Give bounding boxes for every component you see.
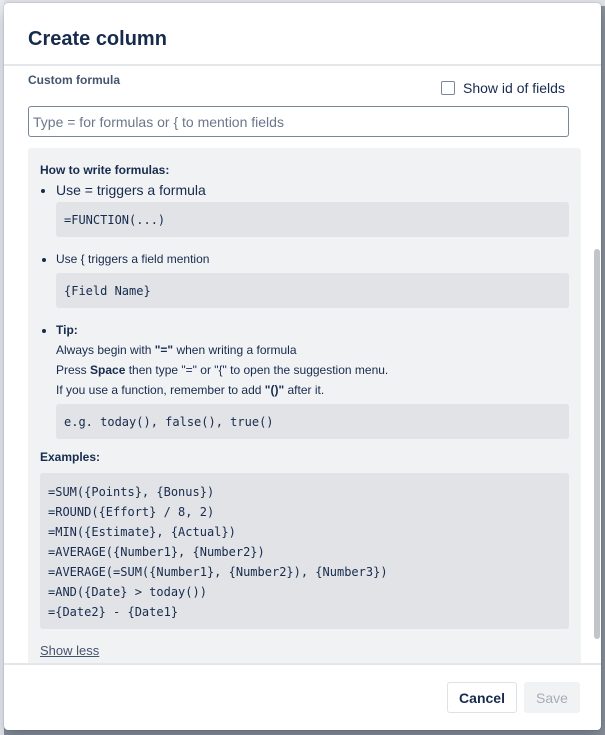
example-line: =SUM({Points}, {Bonus}) bbox=[48, 482, 561, 502]
dialog-header: Create column bbox=[4, 3, 601, 66]
example-line: =MIN({Estimate}, {Actual}) bbox=[48, 522, 561, 542]
dialog-title: Create column bbox=[28, 27, 167, 51]
tip-line-2-tail: then type "=" or "{" to open the suggest… bbox=[125, 363, 388, 377]
dialog-footer: Cancel Save bbox=[4, 663, 601, 730]
tip-line-3-tail: after it. bbox=[284, 383, 324, 397]
tip-mention: Use { triggers a field mention {Field Na… bbox=[56, 249, 569, 308]
tip-line-1-tail: when writing a formula bbox=[173, 343, 296, 357]
formula-input[interactable] bbox=[28, 106, 569, 137]
tip-line-3: If you use a function, remember to add "… bbox=[56, 380, 569, 400]
tip-general: Tip: Always begin with "=" when writing … bbox=[56, 320, 569, 439]
examples-title: Examples: bbox=[40, 447, 569, 467]
show-less-link[interactable]: Show less bbox=[40, 643, 99, 658]
help-tips-list: Use = triggers a formula =FUNCTION(...) … bbox=[40, 180, 569, 439]
tip-formula-code: =FUNCTION(...) bbox=[56, 202, 569, 237]
tip-label: Tip: bbox=[56, 320, 569, 340]
tip-line-3-text: If you use a function, remember to add bbox=[56, 383, 265, 397]
tip-formula-text: Use = triggers a formula bbox=[56, 182, 206, 198]
custom-formula-label: Custom formula bbox=[28, 73, 120, 87]
example-line: ={Date2} - {Date1} bbox=[48, 602, 561, 622]
tip-mention-text: Use { triggers a field mention bbox=[56, 252, 209, 266]
tip-line-1-text: Always begin with bbox=[56, 343, 155, 357]
example-line: =AND({Date} > today()) bbox=[48, 582, 561, 602]
create-column-dialog: Create column Custom formula Show id of … bbox=[4, 3, 601, 730]
help-title: How to write formulas: bbox=[40, 160, 569, 180]
tip-line-2-emphasis: Space bbox=[90, 363, 125, 377]
show-field-ids-checkbox[interactable] bbox=[441, 81, 455, 95]
tip-line-2: Press Space then type "=" or "{" to open… bbox=[56, 360, 569, 380]
tip-line-2-text: Press bbox=[56, 363, 90, 377]
save-button[interactable]: Save bbox=[524, 682, 580, 713]
tip-mention-code: {Field Name} bbox=[56, 273, 569, 308]
example-line: =AVERAGE({Number1}, {Number2}) bbox=[48, 542, 561, 562]
cancel-button[interactable]: Cancel bbox=[447, 682, 517, 713]
example-line: =ROUND({Effort} / 8, 2) bbox=[48, 502, 561, 522]
example-line: =AVERAGE(=SUM({Number1}, {Number2}), {Nu… bbox=[48, 562, 561, 582]
tip-code: e.g. today(), false(), true() bbox=[56, 404, 569, 439]
examples-code-block: =SUM({Points}, {Bonus}) =ROUND({Effort} … bbox=[40, 473, 569, 629]
tip-line-1: Always begin with "=" when writing a for… bbox=[56, 340, 569, 360]
tip-line-3-emphasis: "()" bbox=[265, 383, 284, 397]
dialog-scrollbar[interactable] bbox=[594, 249, 600, 639]
dialog-body: Custom formula Show id of fields How to … bbox=[4, 66, 601, 663]
tip-line-1-emphasis: "=" bbox=[155, 343, 173, 357]
show-field-ids-toggle[interactable]: Show id of fields bbox=[441, 80, 565, 96]
formula-help-panel: How to write formulas: Use = triggers a … bbox=[28, 148, 581, 663]
show-field-ids-label: Show id of fields bbox=[463, 80, 565, 96]
tip-formula: Use = triggers a formula =FUNCTION(...) bbox=[56, 180, 569, 237]
